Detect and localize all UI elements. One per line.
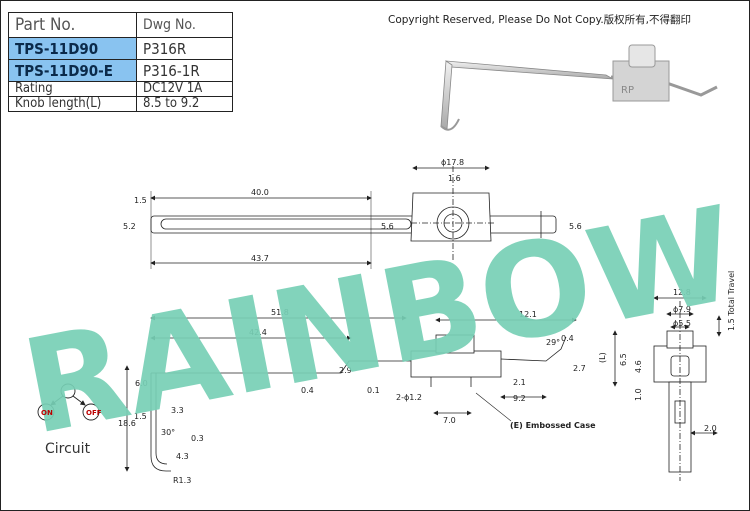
dim-label: 2.9 (339, 366, 352, 375)
dim-label: 2-ϕ1.2 (396, 393, 422, 402)
drawing-number: P316R (136, 37, 233, 60)
dim-label: 1.6 (448, 174, 461, 183)
dim-label: 1.5 (134, 196, 147, 205)
dim-label: ϕ17.8 (441, 158, 464, 167)
spec-row: Knob length(L) 8.5 to 9.2 (8, 96, 233, 112)
dim-label: 5.2 (123, 222, 136, 231)
side-view-dims: 51.8 42.4 12.1 2.9 0.4 0.1 6.0 1.5 3.3 1… (118, 308, 586, 485)
dim-label: 7.0 (443, 416, 456, 425)
rainbow-watermark: RAINBOW (12, 177, 748, 464)
dim-label: 12.8 (673, 288, 691, 297)
dim-label: 0.4 (561, 334, 574, 343)
dim-label: 2.0 (704, 424, 717, 433)
top-view (150, 165, 557, 269)
dim-label: ϕ7.9 (673, 305, 691, 314)
dim-label: 4.6 (634, 360, 643, 373)
dim-label: 40.0 (251, 188, 269, 197)
dim-label: 6.0 (135, 379, 148, 388)
dim-label: 5.6 (381, 222, 394, 231)
part-number: TPS-11D90-E (8, 59, 137, 82)
dim-label: 30° (161, 428, 175, 437)
render-mark: RP (621, 85, 634, 96)
knob-length-value: 8.5 to 9.2 (136, 96, 233, 112)
dim-label: 3.3 (171, 406, 184, 415)
dim-label: 43.7 (251, 254, 269, 263)
off-label: OFF (86, 409, 102, 417)
dim-label: 5.6 (569, 222, 582, 231)
dim-label: R1.3 (173, 476, 191, 485)
end-view-dims: 12.8 ϕ7.9 ϕ5.5 1.5 Total Travel (L) 6.5 … (598, 271, 736, 433)
end-view (612, 295, 722, 481)
dim-label: 0.3 (191, 434, 204, 443)
side-view (124, 315, 577, 472)
spec-header-row: Part No. Dwg No. (8, 12, 233, 38)
dim-label: 1.0 (634, 388, 643, 401)
top-view-dims: ϕ17.8 1.6 40.0 1.5 5.2 5.6 5.6 43.7 (123, 158, 582, 263)
dim-label: 0.4 (301, 386, 314, 395)
dim-label: 51.8 (271, 308, 289, 317)
circuit-label: Circuit (45, 441, 91, 457)
spec-row: TPS-11D90 P316R (8, 37, 233, 60)
copyright-notice: Copyright Reserved, Please Do Not Copy.版… (388, 14, 691, 26)
dim-label: ϕ5.5 (673, 319, 691, 328)
dim-label: (L) (598, 352, 607, 363)
knob-length-label: Knob length(L) (8, 96, 137, 112)
dim-label: 4.3 (176, 452, 189, 461)
embossed-case-note: (E) Embossed Case (510, 421, 596, 430)
dim-label: 12.1 (519, 310, 537, 319)
part-number: TPS-11D90 (8, 37, 137, 60)
part-no-header: Part No. (8, 12, 137, 38)
spec-row: TPS-11D90-E P316-1R (8, 59, 233, 82)
dim-label: 29° (546, 338, 560, 347)
dim-label: 2.1 (513, 378, 526, 387)
on-label: ON (41, 409, 53, 417)
dim-label: 9.2 (513, 394, 526, 403)
dim-label: 18.6 (118, 419, 136, 428)
product-render: RP (440, 44, 718, 131)
dim-label: 6.5 (619, 353, 628, 366)
dim-label: 42.4 (249, 328, 267, 337)
spec-table: Part No. Dwg No. TPS-11D90 P316R TPS-11D… (8, 12, 233, 112)
circuit-symbol (37, 383, 100, 421)
dim-label: 1.5 (134, 412, 147, 421)
dwg-no-header: Dwg No. (136, 12, 233, 38)
dim-label: 2.7 (573, 364, 586, 373)
dim-label: 1.5 Total Travel (727, 271, 736, 331)
dim-label: 0.1 (367, 386, 380, 395)
